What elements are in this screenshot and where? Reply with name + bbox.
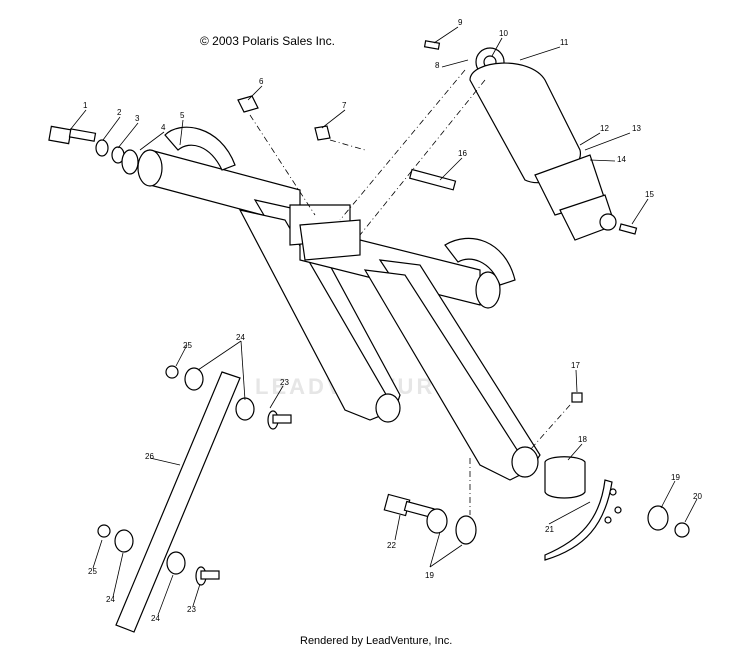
callout-18: 18 — [578, 435, 587, 444]
callout-4: 4 — [161, 123, 166, 132]
callout-24-upper: 24 — [236, 333, 245, 342]
callout-14: 14 — [617, 155, 626, 164]
callout-16: 16 — [458, 149, 467, 158]
callout-8: 8 — [435, 61, 440, 70]
leader-lines — [69, 26, 698, 616]
callout-21: 21 — [545, 525, 554, 534]
callout-5: 5 — [180, 111, 185, 120]
callout-2: 2 — [117, 108, 122, 117]
callout-23-upper: 23 — [280, 378, 289, 387]
callout-labels: 1 2 3 4 5 6 7 8 9 10 11 12 13 14 15 16 1… — [83, 18, 702, 623]
callout-6: 6 — [259, 77, 264, 86]
callout-24-lower: 24 — [151, 614, 160, 623]
callout-26: 26 — [145, 452, 154, 461]
strap — [115, 371, 241, 633]
footer-credit: Rendered by LeadVenture, Inc. — [300, 635, 453, 647]
hardware — [48, 40, 690, 586]
callout-19-right: 19 — [671, 473, 680, 482]
callout-12: 12 — [600, 124, 609, 133]
callout-1: 1 — [83, 101, 88, 110]
callout-22: 22 — [387, 541, 396, 550]
callout-24-left: 24 — [106, 595, 115, 604]
callout-3: 3 — [135, 114, 140, 123]
callout-10: 10 — [499, 29, 508, 38]
callout-13: 13 — [632, 124, 641, 133]
assembly-lines — [249, 69, 571, 515]
left-arm — [137, 126, 401, 423]
callout-25-upper: 25 — [183, 341, 192, 350]
callout-25-lower: 25 — [88, 567, 97, 576]
callout-23-lower: 23 — [187, 605, 196, 614]
callout-7: 7 — [342, 101, 347, 110]
callout-19-bottom: 19 — [425, 571, 434, 580]
copyright-text: © 2003 Polaris Sales Inc. — [200, 34, 335, 48]
callout-11: 11 — [560, 38, 569, 47]
callout-15: 15 — [645, 190, 654, 199]
callout-9: 9 — [458, 18, 463, 27]
callout-20: 20 — [693, 492, 702, 501]
right-arm — [289, 204, 541, 481]
shock-absorber — [469, 47, 617, 241]
callout-17: 17 — [571, 361, 580, 370]
